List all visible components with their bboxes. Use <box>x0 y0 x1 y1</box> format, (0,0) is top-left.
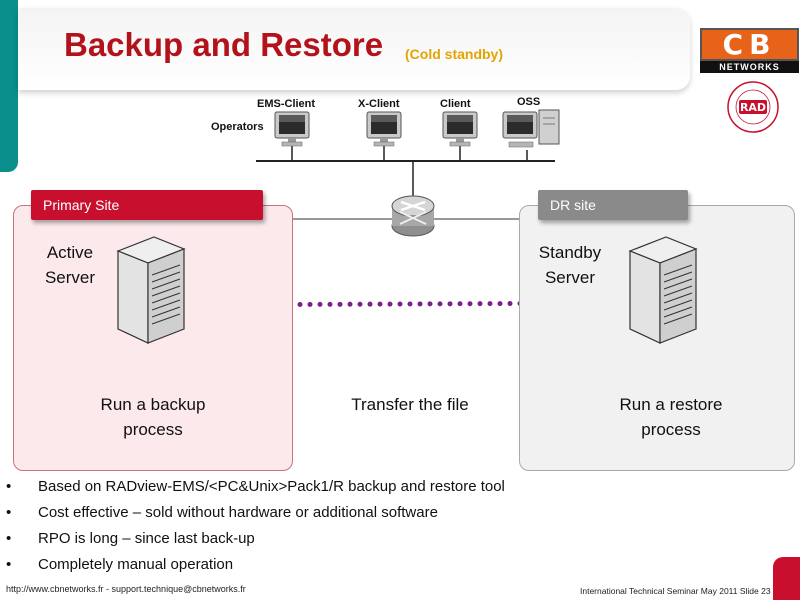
page-subtitle: (Cold standby) <box>405 46 503 62</box>
standby-server-label: Standby Server <box>538 243 602 287</box>
bullet-icon: • <box>6 478 12 495</box>
router-icon <box>391 195 435 237</box>
footer-contact: http://www.cbnetworks.fr - support.techn… <box>6 584 246 594</box>
dr-site-label: DR site <box>550 197 596 213</box>
svg-text:RAD: RAD <box>740 101 766 114</box>
bullet-text: Based on RADview-EMS/<PC&Unix>Pack1/R ba… <box>38 478 505 495</box>
operators-label: Operators <box>211 121 264 133</box>
backup-process-text: Run a backup process <box>100 395 206 439</box>
bullet-text: Cost effective – sold without hardware o… <box>38 504 438 521</box>
cb-logo-subtext: NETWORKS <box>700 61 799 73</box>
bullet-icon: • <box>6 530 12 547</box>
active-server-label: Active Server <box>44 243 96 287</box>
computer-icon <box>442 111 478 147</box>
footer-slide-info: International Technical Seminar May 2011… <box>580 586 771 596</box>
cb-networks-logo: CB NETWORKS <box>700 28 799 73</box>
dr-site-tab: DR site <box>538 190 688 220</box>
computer-icon <box>274 111 310 147</box>
primary-site-label: Primary Site <box>43 197 120 213</box>
primary-site-tab: Primary Site <box>31 190 263 220</box>
bullet-icon: • <box>6 556 12 573</box>
server-icon <box>628 236 698 344</box>
oss-label: OSS <box>517 96 541 108</box>
transfer-label: Transfer the file <box>351 395 469 414</box>
server-icon <box>116 236 186 344</box>
bullet-icon: • <box>6 504 12 521</box>
client-label: Client <box>440 98 471 110</box>
rad-distributor-badge: RAD <box>727 81 779 133</box>
cb-logo-text: CB <box>700 28 799 61</box>
restore-process-text: Run a restore process <box>619 395 723 439</box>
bullet-text: RPO is long – since last back-up <box>38 530 255 547</box>
title-bar <box>18 8 690 90</box>
bullet-text: Completely manual operation <box>38 556 234 573</box>
computer-icon <box>366 111 402 147</box>
backup-transfer-link <box>187 300 633 308</box>
left-accent-bar <box>0 0 18 172</box>
x-client-label: X-Client <box>358 98 400 110</box>
ems-client-label: EMS-Client <box>257 98 316 110</box>
workstation-icon <box>502 109 560 148</box>
page-title: Backup and Restore <box>64 26 384 63</box>
footer-corner-accent <box>773 557 800 600</box>
